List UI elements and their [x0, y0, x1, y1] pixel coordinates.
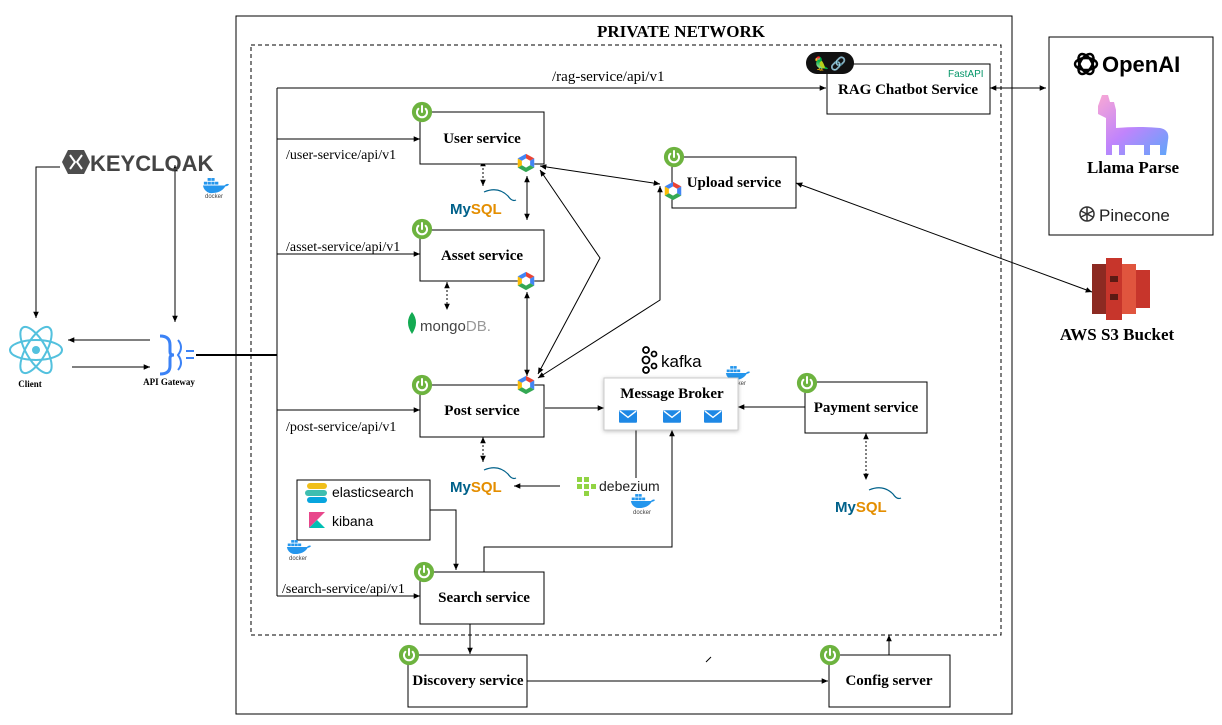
- spring-icon: [413, 561, 435, 583]
- route-asset: /asset-service/api/v1: [286, 240, 400, 255]
- docker-icon: [202, 178, 230, 194]
- user-service-label: User service: [443, 131, 521, 147]
- payment-service-label: Payment service: [814, 400, 919, 416]
- connections: [33, 85, 1093, 684]
- spring-icon: [796, 372, 818, 394]
- mongodb-logo: mongoDB.: [408, 312, 491, 335]
- private-network-title: PRIVATE NETWORK: [597, 22, 766, 41]
- route-user: /user-service/api/v1: [286, 148, 396, 163]
- mysql-logo-post: MySQL: [450, 467, 517, 496]
- upload-service-label: Upload service: [687, 175, 782, 191]
- route-rag: /rag-service/api/v1: [552, 69, 664, 85]
- spring-icon: [411, 374, 433, 396]
- message-broker-label: Message Broker: [620, 386, 724, 402]
- asset-service-box: [419, 229, 545, 282]
- debezium-logo: debezium: [577, 477, 660, 496]
- docker-label: docker: [633, 510, 651, 516]
- route-post: /post-service/api/v1: [286, 420, 396, 435]
- elasticsearch-icon: [305, 483, 327, 503]
- openai-logo: OpenAI: [1073, 52, 1180, 77]
- payment-service-box: [804, 381, 928, 434]
- rag-chatbot-service-label: RAG Chatbot Service: [838, 82, 978, 98]
- aws-s3-icon: [1092, 258, 1150, 320]
- svg-text:mongoDB.: mongoDB.: [420, 318, 491, 335]
- asset-service-label: Asset service: [441, 248, 523, 264]
- docker-label: docker: [289, 556, 307, 562]
- inner-network-boundary: [250, 44, 1002, 636]
- queue-icon: [663, 410, 681, 423]
- discovery-service-label: Discovery service: [412, 673, 524, 689]
- svg-text:MySQL: MySQL: [450, 201, 502, 218]
- pinecone-logo: Pinecone: [1079, 206, 1170, 225]
- svg-text:MySQL: MySQL: [835, 499, 887, 516]
- debezium-label: debezium: [599, 478, 660, 494]
- keycloak-label: KEYCLOAK: [90, 151, 214, 176]
- kibana-icon: [309, 512, 325, 528]
- spring-icon: [411, 101, 433, 123]
- rag-chatbot-service-box: [826, 63, 991, 115]
- client-label: Client: [18, 379, 42, 389]
- kafka-logo: kafka: [641, 346, 702, 374]
- kafka-label: kafka: [661, 352, 702, 371]
- fastapi-label: FastAPI: [948, 69, 984, 80]
- docker-icon: [286, 540, 312, 555]
- react-icon: [9, 325, 63, 375]
- upload-service-box: [671, 156, 797, 209]
- search-service-box: [419, 571, 545, 625]
- keycloak-logo: KEYCLOAK: [62, 150, 214, 176]
- config-server-box: [828, 654, 951, 708]
- post-service-label: Post service: [444, 403, 520, 419]
- queue-icon: [619, 410, 637, 423]
- mysql-logo-payment: MySQL: [835, 487, 902, 516]
- search-service-label: Search service: [438, 590, 530, 606]
- mysql-logo-user: MySQL: [450, 189, 517, 218]
- llama-icon: [1098, 95, 1169, 155]
- langchain-icon: 🦜🔗: [814, 55, 846, 72]
- route-search: /search-service/api/v1: [282, 582, 405, 597]
- api-gateway-icon: [159, 334, 194, 376]
- pinecone-label: Pinecone: [1099, 206, 1170, 225]
- openai-label: OpenAI: [1102, 52, 1180, 77]
- kibana-label: kibana: [332, 513, 373, 529]
- elastic-stack-box: [296, 479, 431, 541]
- spring-icon: [411, 218, 433, 240]
- langchain-badge: [806, 52, 854, 74]
- queue-icon: [704, 410, 722, 423]
- docker-icon: [630, 494, 656, 509]
- spring-icon: [398, 644, 420, 666]
- docker-label: docker: [205, 194, 223, 200]
- api-gateway-label: API Gateway: [143, 377, 195, 387]
- private-network-boundary: [235, 15, 1013, 715]
- config-server-label: Config server: [845, 673, 932, 689]
- elasticsearch-label: elasticsearch: [332, 484, 414, 500]
- svg-text:MySQL: MySQL: [450, 479, 502, 496]
- post-service-box: [419, 384, 545, 438]
- aws-s3-label: AWS S3 Bucket: [1060, 325, 1175, 344]
- spring-icon: [663, 146, 685, 168]
- llama-parse-label: Llama Parse: [1087, 158, 1180, 177]
- discovery-service-box: [407, 654, 528, 708]
- spring-icon: [819, 644, 841, 666]
